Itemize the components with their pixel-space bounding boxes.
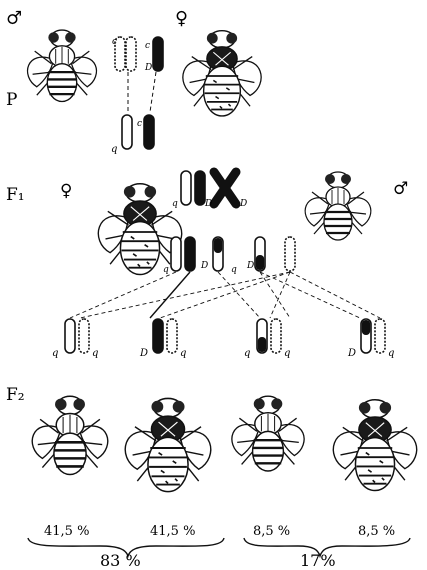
allele-d-f2a: D: [139, 348, 148, 359]
allele-q-f1c: q: [231, 265, 237, 275]
f1-male-symbol: ♂: [393, 179, 408, 199]
f1-female-fly: [98, 184, 181, 275]
f1-gamete-lines: [70, 272, 380, 318]
f1-male-fly: [305, 172, 371, 240]
female-symbol: ♀: [175, 8, 188, 29]
p-female-chromosomes: [153, 37, 163, 71]
allele-d-f1c: D: [200, 261, 208, 271]
f1-female-symbol: ♀: [60, 181, 72, 201]
allele-q-f2f: q: [388, 348, 394, 359]
group-total-2: 17%: [300, 551, 336, 570]
f2-fly-4: [333, 400, 416, 491]
p-male-chromosomes: [115, 37, 136, 71]
p-female-fly: [183, 31, 261, 116]
allele-q-f2c: q: [180, 348, 186, 359]
f2-percent-4: 8,5 %: [358, 524, 395, 539]
f2-chromosome-pair-4: [361, 319, 385, 353]
f2-fly-1: [32, 396, 107, 474]
allele-q-f1a: q: [172, 199, 178, 209]
group-total-1: 83 %: [100, 551, 141, 570]
allele-d-f2b: D: [347, 348, 356, 359]
allele-c-p3: c: [137, 119, 142, 129]
f2-chromosome-pair-3: [257, 319, 281, 353]
f2-chromosome-pair-1: [65, 319, 89, 353]
allele-d-p: D: [144, 63, 152, 73]
allele-q-f2a: q: [52, 348, 58, 359]
allele-q-f1b: q: [163, 265, 169, 275]
f2-chromosome-pair-2: [153, 319, 177, 353]
allele-c-p2: c: [145, 41, 150, 51]
f2-percent-2: 41,5 %: [150, 524, 195, 539]
allele-q-f2e: q: [284, 348, 290, 359]
allele-d-f1a: D: [204, 199, 212, 209]
generation-label-f2: F₂: [6, 385, 25, 405]
f2-percent-1: 41,5 %: [44, 524, 89, 539]
allele-c-p1: c: [112, 37, 117, 47]
generation-label-f1: F₁: [6, 185, 25, 205]
f2-fly-2: [125, 398, 211, 491]
allele-q-p: q: [111, 144, 117, 155]
f2-fly-3: [232, 396, 304, 471]
male-symbol: ♂: [6, 8, 22, 29]
allele-d-f1b: D: [239, 199, 247, 209]
generation-label-p: P: [6, 90, 17, 110]
p-gamete-lines: [128, 72, 156, 112]
p-male-fly: [28, 30, 97, 101]
allele-q-f2d: q: [244, 348, 250, 359]
allele-d-f1d: D: [246, 261, 254, 271]
f2-percent-3: 8,5 %: [253, 524, 290, 539]
allele-q-f2b: q: [92, 348, 98, 359]
